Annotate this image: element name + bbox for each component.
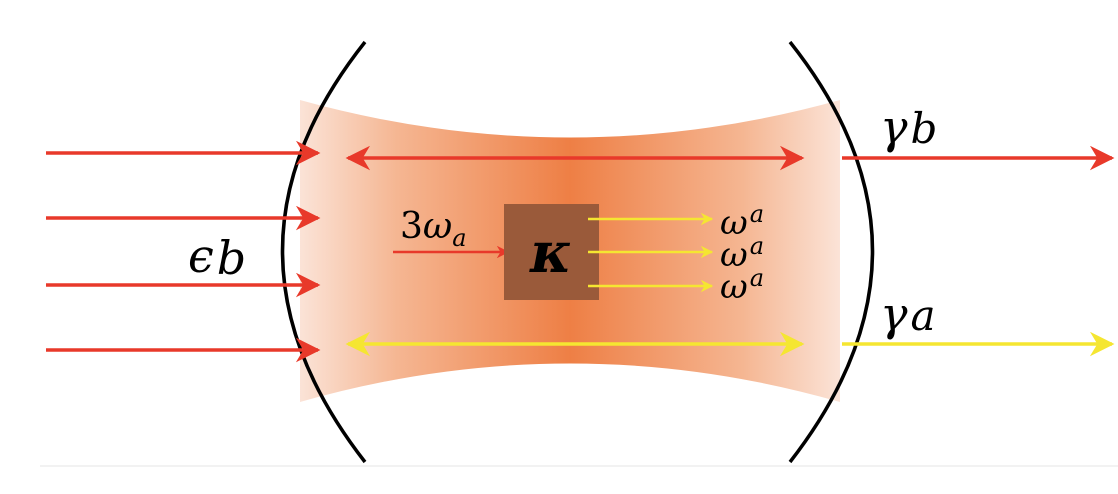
label-three-omega-a: 3ωa — [400, 206, 467, 252]
label-gamma-a: γa — [880, 287, 936, 341]
left-mirror — [280, 40, 367, 464]
right-mirror — [788, 40, 875, 464]
label-gamma-b: γb — [880, 100, 937, 154]
nonlinear-crystal — [504, 204, 599, 300]
label-omega-a-1: ωa — [720, 200, 764, 243]
label-omega-a-2: ωa — [720, 232, 764, 275]
label-omega-a-3: ωa — [720, 264, 764, 307]
label-epsilon-b: ϵb — [188, 229, 246, 285]
label-kappa: κ — [529, 220, 572, 286]
